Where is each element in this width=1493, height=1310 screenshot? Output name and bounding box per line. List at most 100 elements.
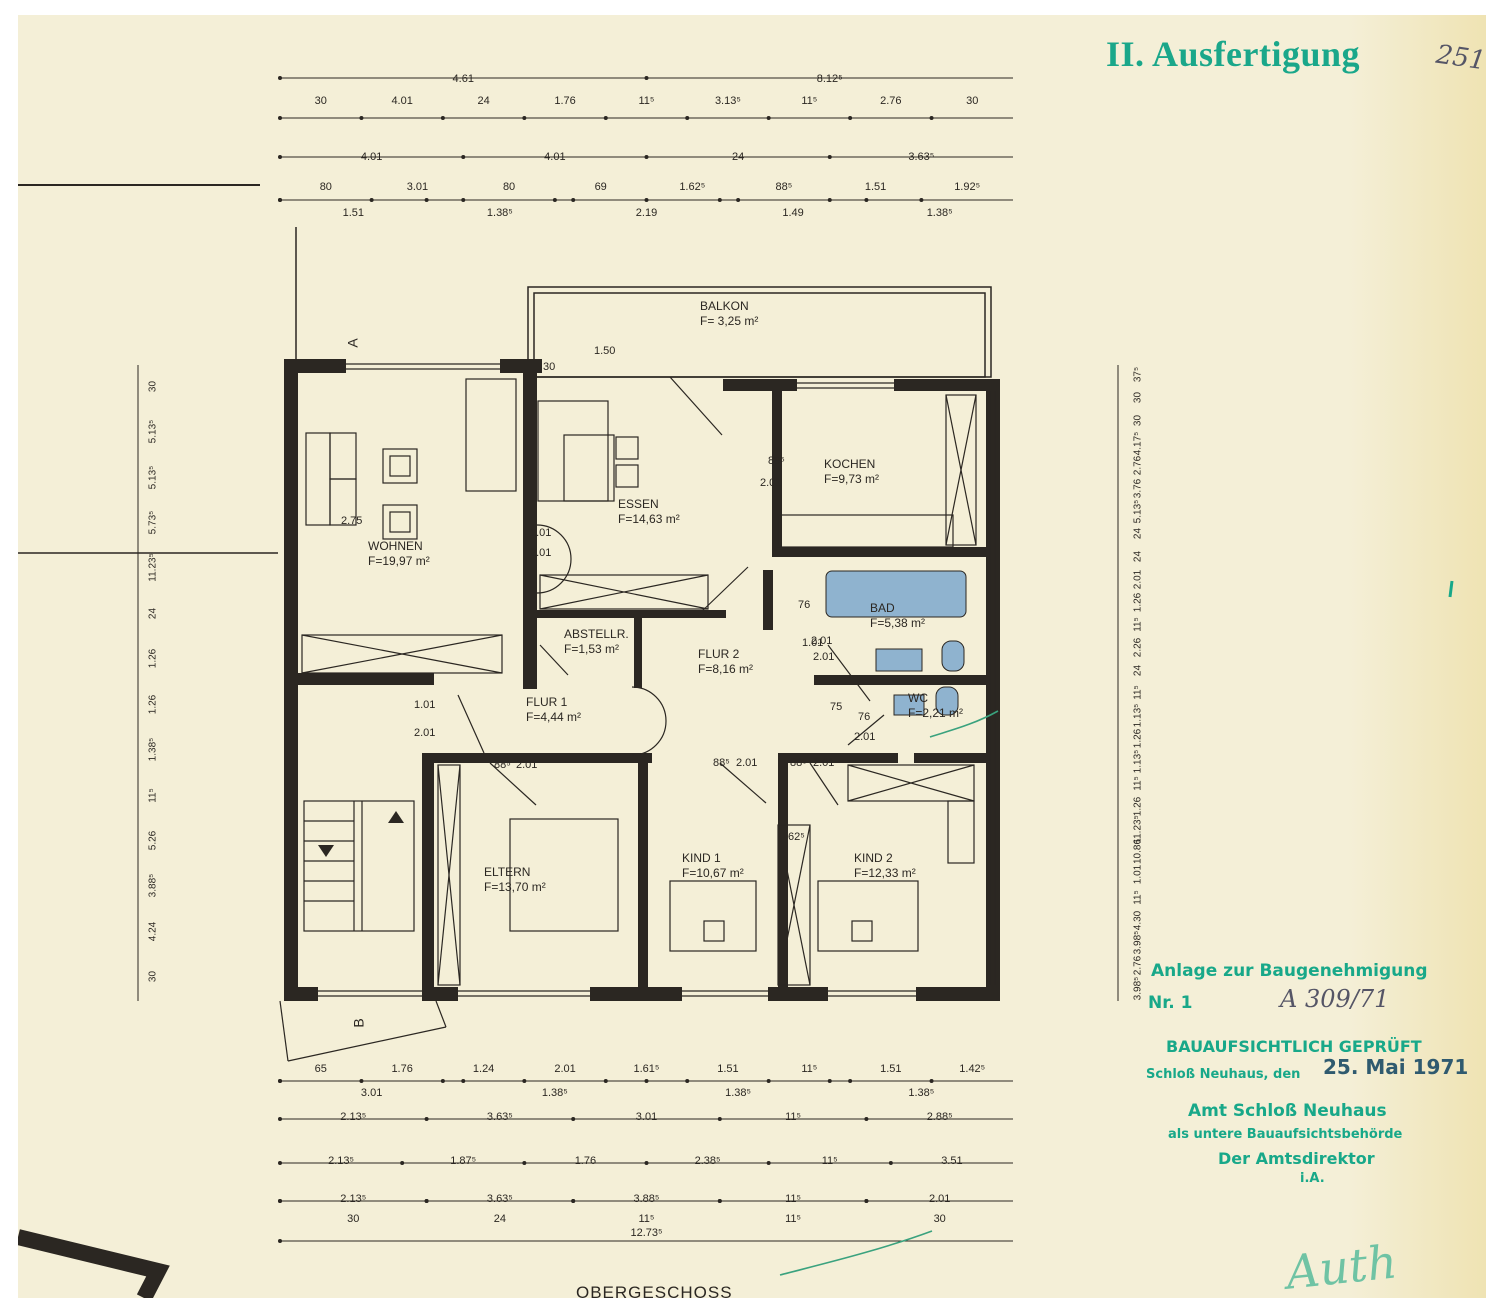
dimension-label: 12.73⁵ [630,1227,663,1239]
room-abstellr: ABSTELLR.F=1,53 m² [564,627,629,657]
door-dimension-label: 76 [798,599,811,611]
dimension-label: 3.13⁵ [714,95,741,107]
stamp-line4-prefix: Schloß Neuhaus, den [1146,1067,1301,1082]
dimension-tick [461,155,466,159]
dimension-label: 3.63⁵ [486,1193,513,1205]
floor-plan [18,76,1119,1243]
door-dimension-label: 88⁵ [790,757,807,769]
dimension-label: 65 [314,1063,327,1075]
dimension-label: 2.13⁵ [340,1193,367,1205]
stamp-date: 25. Mai 1971 [1323,1055,1469,1079]
dimension-tick [278,116,282,120]
dimension-label: 1.87⁵ [450,1155,477,1167]
dimension-label: 69 [594,181,607,193]
room-area: F=9,73 m² [824,472,880,486]
dimension-label: 1.76 [391,1063,413,1075]
stamp-line2-value: A 309/71 [1280,985,1390,1013]
door-dimension-label: 75 [830,701,843,713]
dimension-label: 30 [147,380,159,392]
dimension-label: 2.19 [635,207,658,219]
dimension-label: 30 [147,971,159,983]
section-mark-b: B [350,1018,367,1028]
dimension-label: 1.51 [864,181,887,193]
dimension-label: 1.51 [717,1063,739,1075]
dimension-tick [864,1117,869,1121]
dimension-label: 1.51 [342,207,364,219]
door-dimension-label: 1.01 [530,527,552,539]
stamp-line1: Anlage zur Baugenehmigung [1151,961,1428,981]
dimension-tick [848,116,853,120]
room-area: F=14,63 m² [618,512,680,526]
door-dimension-label: 2.01 [813,651,835,663]
dimension-label: 88⁵ [775,181,793,193]
dimension-tick [522,116,527,120]
dimension-tick [400,1161,405,1165]
dimension-label: 30 [933,1213,946,1225]
dimension-label: 1.26 [147,649,159,669]
dimension-label: 24 [477,95,490,107]
walls [284,359,1000,1001]
dimension-tick [278,1117,282,1121]
dimension-label: 1.51 [880,1063,902,1075]
dimension-label: 4.01 [544,151,566,163]
dimension-label: 5.73⁵ [147,510,159,535]
stamp-line6: als untere Bauaufsichtsbehörde [1168,1127,1403,1142]
dimension-label: 2.76 [880,95,902,107]
dimension-label: 3.98⁵ [1132,976,1144,1000]
dimension-label: 3.01 [635,1111,658,1123]
dimension-tick [644,76,649,80]
room-name: FLUR 1 [526,695,568,709]
dimension-label: 80 [502,181,516,193]
door-dimension-label: 1.01 [414,699,436,711]
door-dimension-label: 1.50 [594,345,616,357]
dimension-tick [766,116,771,120]
room-name: BAD [870,601,895,615]
dimension-label: 1.26 [147,694,159,714]
dimension-tick [929,116,934,120]
dimension-label: 4.61 [452,73,474,85]
dimension-label: 2.01 [554,1063,576,1075]
dimension-tick [644,155,649,159]
dimension-tick [424,198,429,202]
door-dimension-label: 88⁵ [713,757,730,769]
dimension-label: 5.26 [147,830,159,851]
dimension-tick [717,198,722,202]
dimension-label: 2.88⁵ [926,1111,953,1123]
room-name: KOCHEN [824,457,876,471]
copy-label: II. Ausfertigung [1106,34,1361,74]
dimension-tick [644,1161,649,1165]
dimension-label: 11⁵ [801,95,818,107]
dimension-tick [571,1199,576,1203]
dimension-label: 1.24 [472,1063,495,1075]
dimension-tick [424,1117,429,1121]
room-name: KIND 1 [682,851,721,865]
room-name: WOHNEN [368,539,423,553]
dimension-tick [278,198,282,202]
door-dimension-label: 30 [543,361,556,373]
plan-title: OBERGESCHOSS [576,1283,733,1298]
dimension-label: 5.13⁵ [147,419,159,444]
dimension-tick [440,116,445,120]
stamp-line3: BAUAUFSICHTLICH GEPRÜFT [1166,1037,1422,1056]
bathroom-fixtures [825,570,967,716]
dimension-label: 11⁵ [785,1193,802,1205]
dimension-label: 1.38⁵ [908,1087,935,1099]
stamp-line5: Amt Schloß Neuhaus [1188,1101,1387,1121]
room-area: F=4,44 m² [526,710,582,724]
door-dimension-label: 2.01 [813,757,835,769]
room-area: F=19,97 m² [368,554,430,568]
dimension-label: 4.01 [360,151,383,163]
dimension-tick [603,116,608,120]
dimension-tick [864,198,869,202]
dimension-label: 1.38⁵ [725,1087,752,1099]
balcony-outline [527,286,992,378]
stamp-line7: Der Amtsdirektor [1218,1149,1375,1168]
dimension-label: 5.13⁵ [147,465,159,489]
room-area: F= 3,25 m² [700,314,759,328]
